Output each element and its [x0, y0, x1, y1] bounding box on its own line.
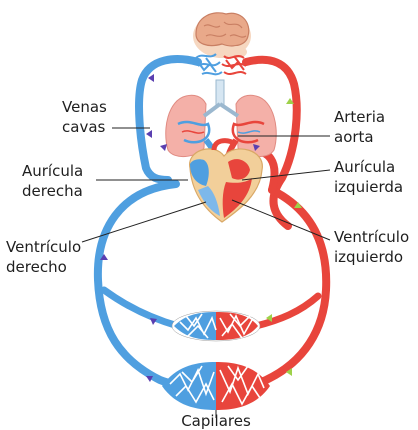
label-ventriculo-derecho-line2: derecho	[6, 258, 67, 276]
label-auricula-derecha-line1: Aurícula	[22, 162, 83, 180]
label-auricula-izquierda-line2: izquierda	[334, 178, 403, 196]
label-ventriculo-izquierdo-line1: Ventrículo	[334, 228, 409, 246]
label-arteria-aorta-line1: Arteria	[334, 108, 385, 126]
arrow-venous-6	[160, 144, 167, 151]
label-auricula-izquierda-line1: Aurícula	[334, 158, 395, 176]
head-brain-illustration	[193, 13, 251, 58]
upper-capillary-bed	[172, 311, 260, 341]
heart-illustration	[190, 141, 263, 222]
lower-vena-cava-vessel	[98, 184, 190, 388]
label-arteria-aorta-line2: aorta	[334, 128, 374, 146]
label-venas-cavas-line2: cavas	[62, 118, 106, 136]
label-venas-cavas-line1: Venas	[62, 98, 107, 116]
middle-arterial-vessel	[256, 296, 318, 326]
lower-capillary-bed	[162, 362, 270, 410]
label-ventriculo-izquierdo-line2: izquierdo	[334, 248, 403, 266]
middle-venous-vessel	[104, 290, 178, 326]
arrow-venous-2	[146, 130, 152, 138]
label-capilares: Capilares	[181, 412, 251, 430]
label-auricula-derecha-line2: derecha	[22, 182, 83, 200]
lungs-illustration	[166, 80, 277, 157]
label-ventriculo-derecho-line1: Ventrículo	[6, 238, 81, 256]
